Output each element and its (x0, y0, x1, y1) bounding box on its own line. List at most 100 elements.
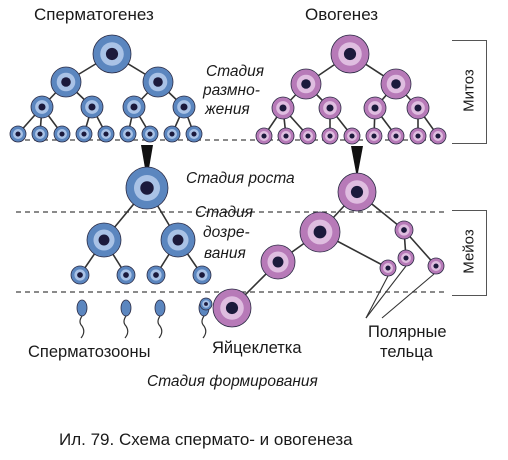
nucleus (153, 77, 163, 87)
nucleus (105, 47, 119, 61)
spermatogonium-cell (141, 125, 159, 143)
nucleus (88, 103, 96, 111)
secondary-oocyte-cell (260, 244, 296, 280)
primary-oocyte-cell (337, 172, 377, 212)
spermatozoon (120, 299, 132, 339)
nucleus (81, 131, 87, 137)
polar-body-cell (394, 220, 414, 240)
stage-multiplication-line2: размно- (203, 82, 260, 99)
spermatogonium-cell (50, 66, 82, 98)
oogonium-cell (330, 34, 370, 74)
sperm-head (120, 299, 132, 317)
oogonium-cell (365, 127, 383, 145)
label-polar-bodies-line1: Полярные (368, 323, 447, 341)
mitosis-bracket (452, 40, 487, 144)
nucleus (77, 272, 83, 278)
spermatogonium-cell (122, 95, 146, 119)
sperm-head (154, 299, 166, 317)
polar-body-cell (397, 249, 415, 267)
spermatozoon (76, 299, 88, 339)
nucleus (326, 104, 334, 112)
stage-multiplication-line3: жения (205, 101, 250, 118)
primary-spermatocyte-cell (125, 166, 169, 210)
nucleus (169, 131, 175, 137)
spermatogonium-cell (172, 95, 196, 119)
nucleus (435, 133, 441, 139)
secondary-spermatocyte-cell (160, 222, 196, 258)
polar-body-cell (427, 257, 445, 275)
nucleus (61, 77, 71, 87)
polar-body-cell (199, 297, 213, 311)
spermatid-cell (70, 265, 90, 285)
spermatogonium-cell (30, 95, 54, 119)
oocyte-cell (299, 211, 341, 253)
nucleus (343, 47, 357, 61)
nucleus (59, 131, 65, 137)
nucleus (393, 133, 399, 139)
spermatid-cell (116, 265, 136, 285)
oogonium-cell (318, 96, 342, 120)
title-oogenesis: Овогенез (305, 5, 379, 24)
sperm-tail (201, 315, 207, 339)
spermatogonium-cell (119, 125, 137, 143)
spermatogonium-cell (163, 125, 181, 143)
nucleus (130, 103, 138, 111)
nucleus (403, 255, 409, 261)
nucleus (123, 272, 129, 278)
oogonium-cell (429, 127, 447, 145)
spermatid-cell (192, 265, 212, 285)
oogonium-cell (299, 127, 317, 145)
title-spermatogenesis: Сперматогенез (34, 5, 154, 24)
spermatogonium-cell (9, 125, 27, 143)
nucleus (350, 185, 364, 199)
stage-maturation-line1: Стадия (195, 204, 254, 221)
mitosis-label: Митоз (460, 69, 478, 112)
nucleus (37, 131, 43, 137)
stage-formation: Стадия формирования (147, 373, 318, 390)
nucleus (38, 103, 46, 111)
label-egg-cell: Яйцеклетка (212, 339, 302, 357)
nucleus (125, 131, 131, 137)
egg-cell (212, 288, 252, 328)
spermatid-cell (146, 265, 166, 285)
growth-wedge-right (351, 146, 363, 178)
connector-line (365, 275, 389, 319)
spermatogonium-cell (53, 125, 71, 143)
nucleus (103, 131, 109, 137)
nucleus (172, 234, 184, 246)
nucleus (15, 131, 21, 137)
oogonium-cell (387, 127, 405, 145)
nucleus (261, 133, 267, 139)
stage-growth: Стадия роста (186, 170, 295, 187)
label-spermatozoa: Сперматозооны (28, 343, 151, 361)
oogonium-cell (363, 96, 387, 120)
spermatogonium-cell (75, 125, 93, 143)
spermatogonium-cell (31, 125, 49, 143)
nucleus (180, 103, 188, 111)
nucleus (153, 272, 159, 278)
oogonium-cell (409, 127, 427, 145)
nucleus (140, 181, 154, 195)
spermatogonium-cell (142, 66, 174, 98)
nucleus (349, 133, 355, 139)
nucleus (98, 234, 110, 246)
label-polar-bodies-line2: тельца (380, 343, 433, 361)
oogonium-cell (290, 68, 322, 100)
oogonium-cell (343, 127, 361, 145)
nucleus (391, 79, 401, 89)
nucleus (225, 301, 239, 315)
nucleus (371, 104, 379, 112)
nucleus (191, 131, 197, 137)
sperm-tail (157, 315, 163, 339)
nucleus (415, 133, 421, 139)
nucleus (279, 104, 287, 112)
nucleus (371, 133, 377, 139)
nucleus (385, 265, 391, 271)
meiosis-label: Мейоз (460, 229, 478, 274)
nucleus (327, 133, 333, 139)
nucleus (204, 302, 208, 306)
nucleus (147, 131, 153, 137)
nucleus (199, 272, 205, 278)
